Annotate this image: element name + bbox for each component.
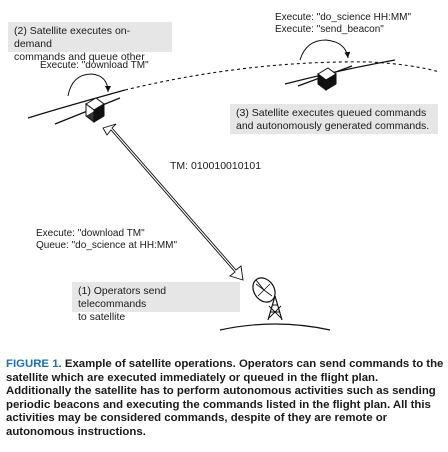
box-queued: (3) Satellite executes queued commands a… [230,104,438,134]
uplink-line1: Execute: "download TM" [36,228,145,239]
box-queued-line2: and autonomously generated commands. [236,120,430,132]
caption-text: Example of satellite operations. Operato… [6,358,444,438]
orbit-solid-left [27,89,126,119]
rotation-arrow-left-icon [67,73,111,97]
box-operators-line1: (1) Operators send telecommands [78,285,167,310]
exec-right-line1: Execute: "do_science HH:MM" [275,12,412,23]
box-operators-line2: to satellite [78,311,126,323]
orbit-solid-right [284,59,396,85]
box-on-demand: (2) Satellite executes on-demand command… [8,22,172,63]
figure-label: FIGURE 1. [6,358,62,370]
rotation-arrow-right-icon [299,39,351,61]
satellite-right-icon [297,65,353,91]
exec-right-line2: Execute: "send_beacon" [275,24,384,35]
uplink-label: Execute: "download TM" Queue: "do_scienc… [36,228,177,252]
box-on-demand-line1: (2) Satellite executes on-demand [14,25,131,50]
diagram-graphics [27,39,441,331]
box-queued-line1: (3) Satellite executes queued commands [236,107,427,119]
ground-antenna-icon [252,277,283,321]
orbit-path [124,61,441,91]
exec-right-label: Execute: "do_science HH:MM" Execute: "se… [275,12,411,36]
tm-label: TM: 010010010101 [170,160,262,172]
exec-left-label: Execute: "download TM" [40,60,149,71]
link-arrow [102,123,244,281]
uplink-line2: Queue: "do_science at HH:MM" [36,240,178,251]
satellite-left-icon [54,97,121,125]
box-operators: (1) Operators send telecommands to satel… [72,282,240,323]
ground-line [219,323,331,331]
box-on-demand-line2: commands and queue other [14,51,145,63]
figure-caption: FIGURE 1. Example of satellite operation… [6,358,444,440]
